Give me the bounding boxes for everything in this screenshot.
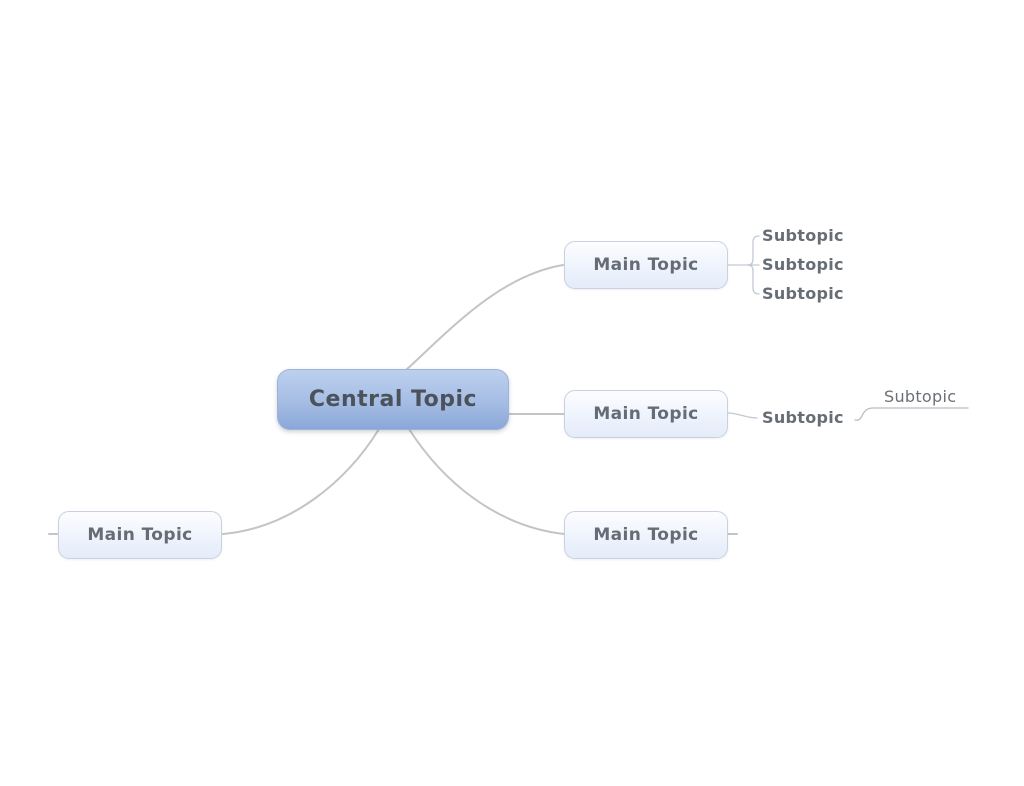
connector-bracket-down: [747, 264, 760, 295]
main-topic-node-right-middle[interactable]: Main Topic: [564, 390, 728, 438]
main-topic-node-left-bottom[interactable]: Main Topic: [58, 511, 222, 559]
connector-main-2-to-subtopic: [727, 412, 758, 419]
connector-subtopic-to-child: [854, 407, 969, 421]
subtopic-node-2[interactable]: Subtopic: [762, 255, 844, 274]
main-topic-node-right-bottom[interactable]: Main Topic: [564, 511, 728, 559]
subtopic-child-node[interactable]: Subtopic: [884, 387, 957, 406]
subtopic-node-3[interactable]: Subtopic: [762, 284, 844, 303]
connector-central-to-main-3: [408, 428, 565, 535]
subtopic-node-1[interactable]: Subtopic: [762, 226, 844, 245]
subtopic-node-4[interactable]: Subtopic: [762, 408, 844, 427]
connector-central-to-main-1: [405, 264, 564, 371]
connector-central-to-main-4: [222, 428, 380, 535]
main-topic-node-right-top[interactable]: Main Topic: [564, 241, 728, 289]
connector-bracket-up: [747, 235, 760, 266]
central-topic-node[interactable]: Central Topic: [277, 369, 509, 430]
